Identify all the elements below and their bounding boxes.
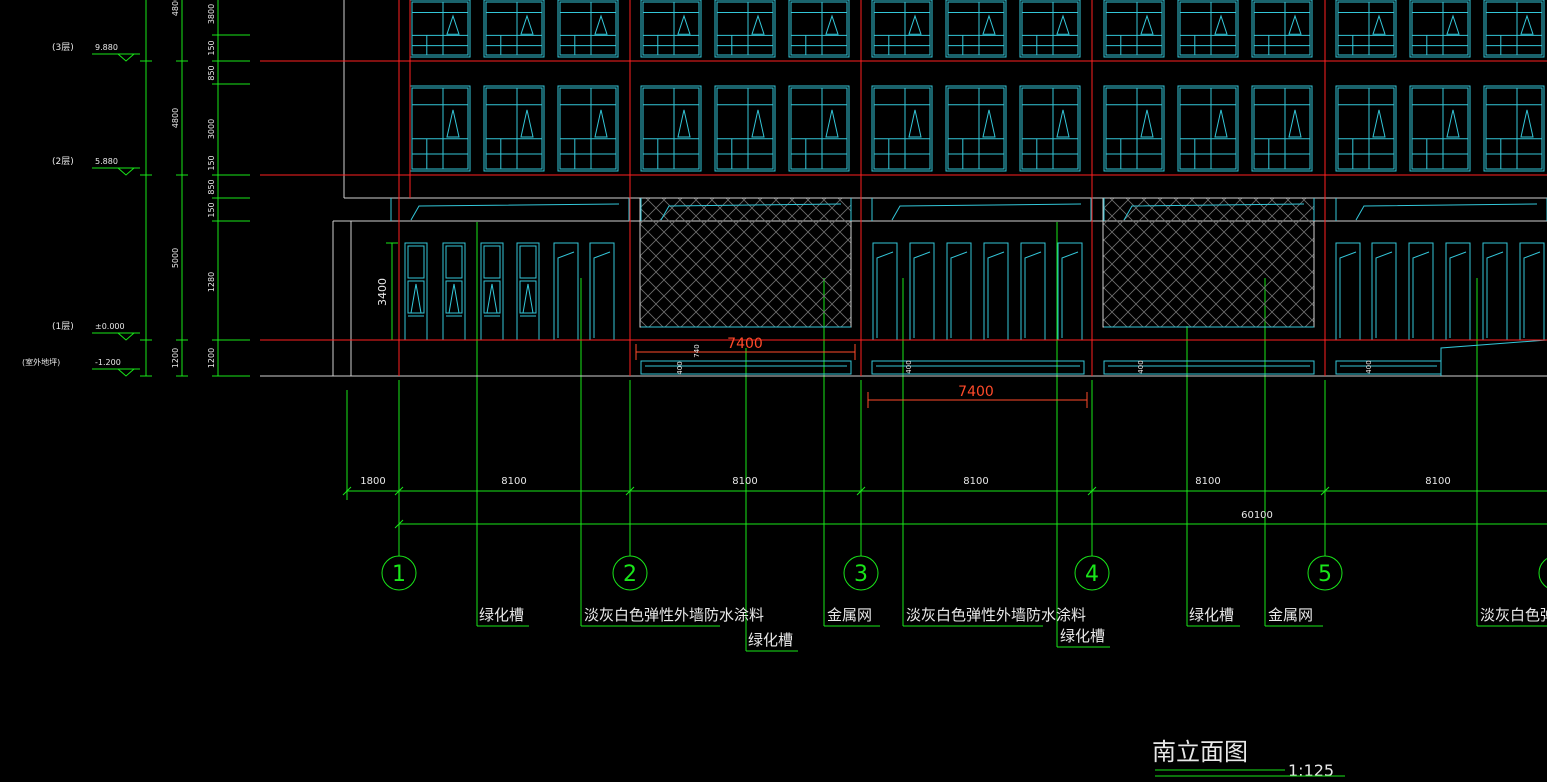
vdim-inner-7: 150 xyxy=(207,202,216,217)
annotation-coating-1: 淡灰白色弹性外墙防水涂料 xyxy=(584,606,764,624)
grid-axis-3: 3 xyxy=(854,562,868,587)
vdim-outer-2: 4800 xyxy=(171,108,180,128)
annotation-planter-1: 绿化槽 xyxy=(479,606,524,624)
vdim-outer-3: 5000 xyxy=(171,248,180,268)
window-details xyxy=(390,0,1547,376)
building-outline xyxy=(260,0,1547,377)
annotation-planter-3: 绿化槽 xyxy=(1060,627,1105,645)
vdim-inner-1: 3800 xyxy=(207,4,216,24)
sill-dim-2: 400 xyxy=(676,361,684,374)
level-floor-2: (2层) xyxy=(52,156,74,167)
dimension-lines xyxy=(92,0,1547,652)
annotation-planter-2: 绿化槽 xyxy=(748,631,793,649)
drawing-scale: 1:125 xyxy=(1288,761,1334,780)
vdim-inner-8: 1280 xyxy=(207,272,216,292)
total-dim: 60100 xyxy=(1241,510,1273,521)
grid-axis-bubbles xyxy=(381,555,1547,591)
span-dim-b: 7400 xyxy=(958,384,994,400)
vdim-inner-2: 150 xyxy=(207,40,216,55)
grid-axis-4: 4 xyxy=(1085,562,1099,587)
level-elev-1: ±0.000 xyxy=(95,322,125,331)
vdim-outer-1: 4800 xyxy=(171,0,180,16)
annotation-coating-2: 淡灰白色弹性外墙防水涂料 xyxy=(906,606,1086,624)
annotation-coating-3: 淡灰白色弹性 xyxy=(1480,606,1547,624)
level-floor-outdoor: (室外地坪) xyxy=(22,357,60,367)
opening-height-dim: 3400 xyxy=(376,278,389,306)
annotation-planter-4: 绿化槽 xyxy=(1189,606,1234,624)
grid-axis-2: 2 xyxy=(623,562,637,587)
bay-dim-0: 1800 xyxy=(360,476,385,487)
vdim-inner-6: 850 xyxy=(207,179,216,194)
level-floor-3: (3层) xyxy=(52,42,74,53)
metal-mesh-panel-2 xyxy=(1102,197,1315,328)
sill-dim-1: 740 xyxy=(693,344,701,357)
level-elev-outdoor: -1.200 xyxy=(95,358,121,367)
bay-dim-4: 8100 xyxy=(1195,476,1220,487)
level-floor-1: (1层) xyxy=(52,321,74,332)
bay-dim-5: 8100 xyxy=(1425,476,1450,487)
title-underline xyxy=(1155,769,1345,777)
bay-dim-3: 8100 xyxy=(963,476,988,487)
metal-mesh-panel-1 xyxy=(639,197,852,328)
grid-axis-5: 5 xyxy=(1318,562,1332,587)
sill-dim-3: 400 xyxy=(905,360,913,373)
span-dimensions xyxy=(635,344,1088,408)
level-elev-3: 9.880 xyxy=(95,43,118,52)
vdim-inner-3: 850 xyxy=(207,65,216,80)
vdim-inner-5: 150 xyxy=(207,155,216,170)
vdim-outer-4: 1200 xyxy=(171,348,180,368)
annotation-mesh-2: 金属网 xyxy=(1268,606,1313,624)
span-dim-a: 7400 xyxy=(727,336,763,352)
level-elev-2: 5.880 xyxy=(95,157,118,166)
vdim-inner-4: 3000 xyxy=(207,119,216,139)
bay-dim-1: 8100 xyxy=(501,476,526,487)
sill-dim-4: 400 xyxy=(1137,360,1145,373)
sill-dim-5: 400 xyxy=(1365,360,1373,373)
annotation-mesh-1: 金属网 xyxy=(827,606,872,624)
drawing-title: 南立面图 xyxy=(1152,738,1248,766)
vdim-inner-9: 1200 xyxy=(207,348,216,368)
grid-lines xyxy=(260,0,1547,376)
grid-axis-1: 1 xyxy=(392,562,406,587)
bay-dim-2: 8100 xyxy=(732,476,757,487)
